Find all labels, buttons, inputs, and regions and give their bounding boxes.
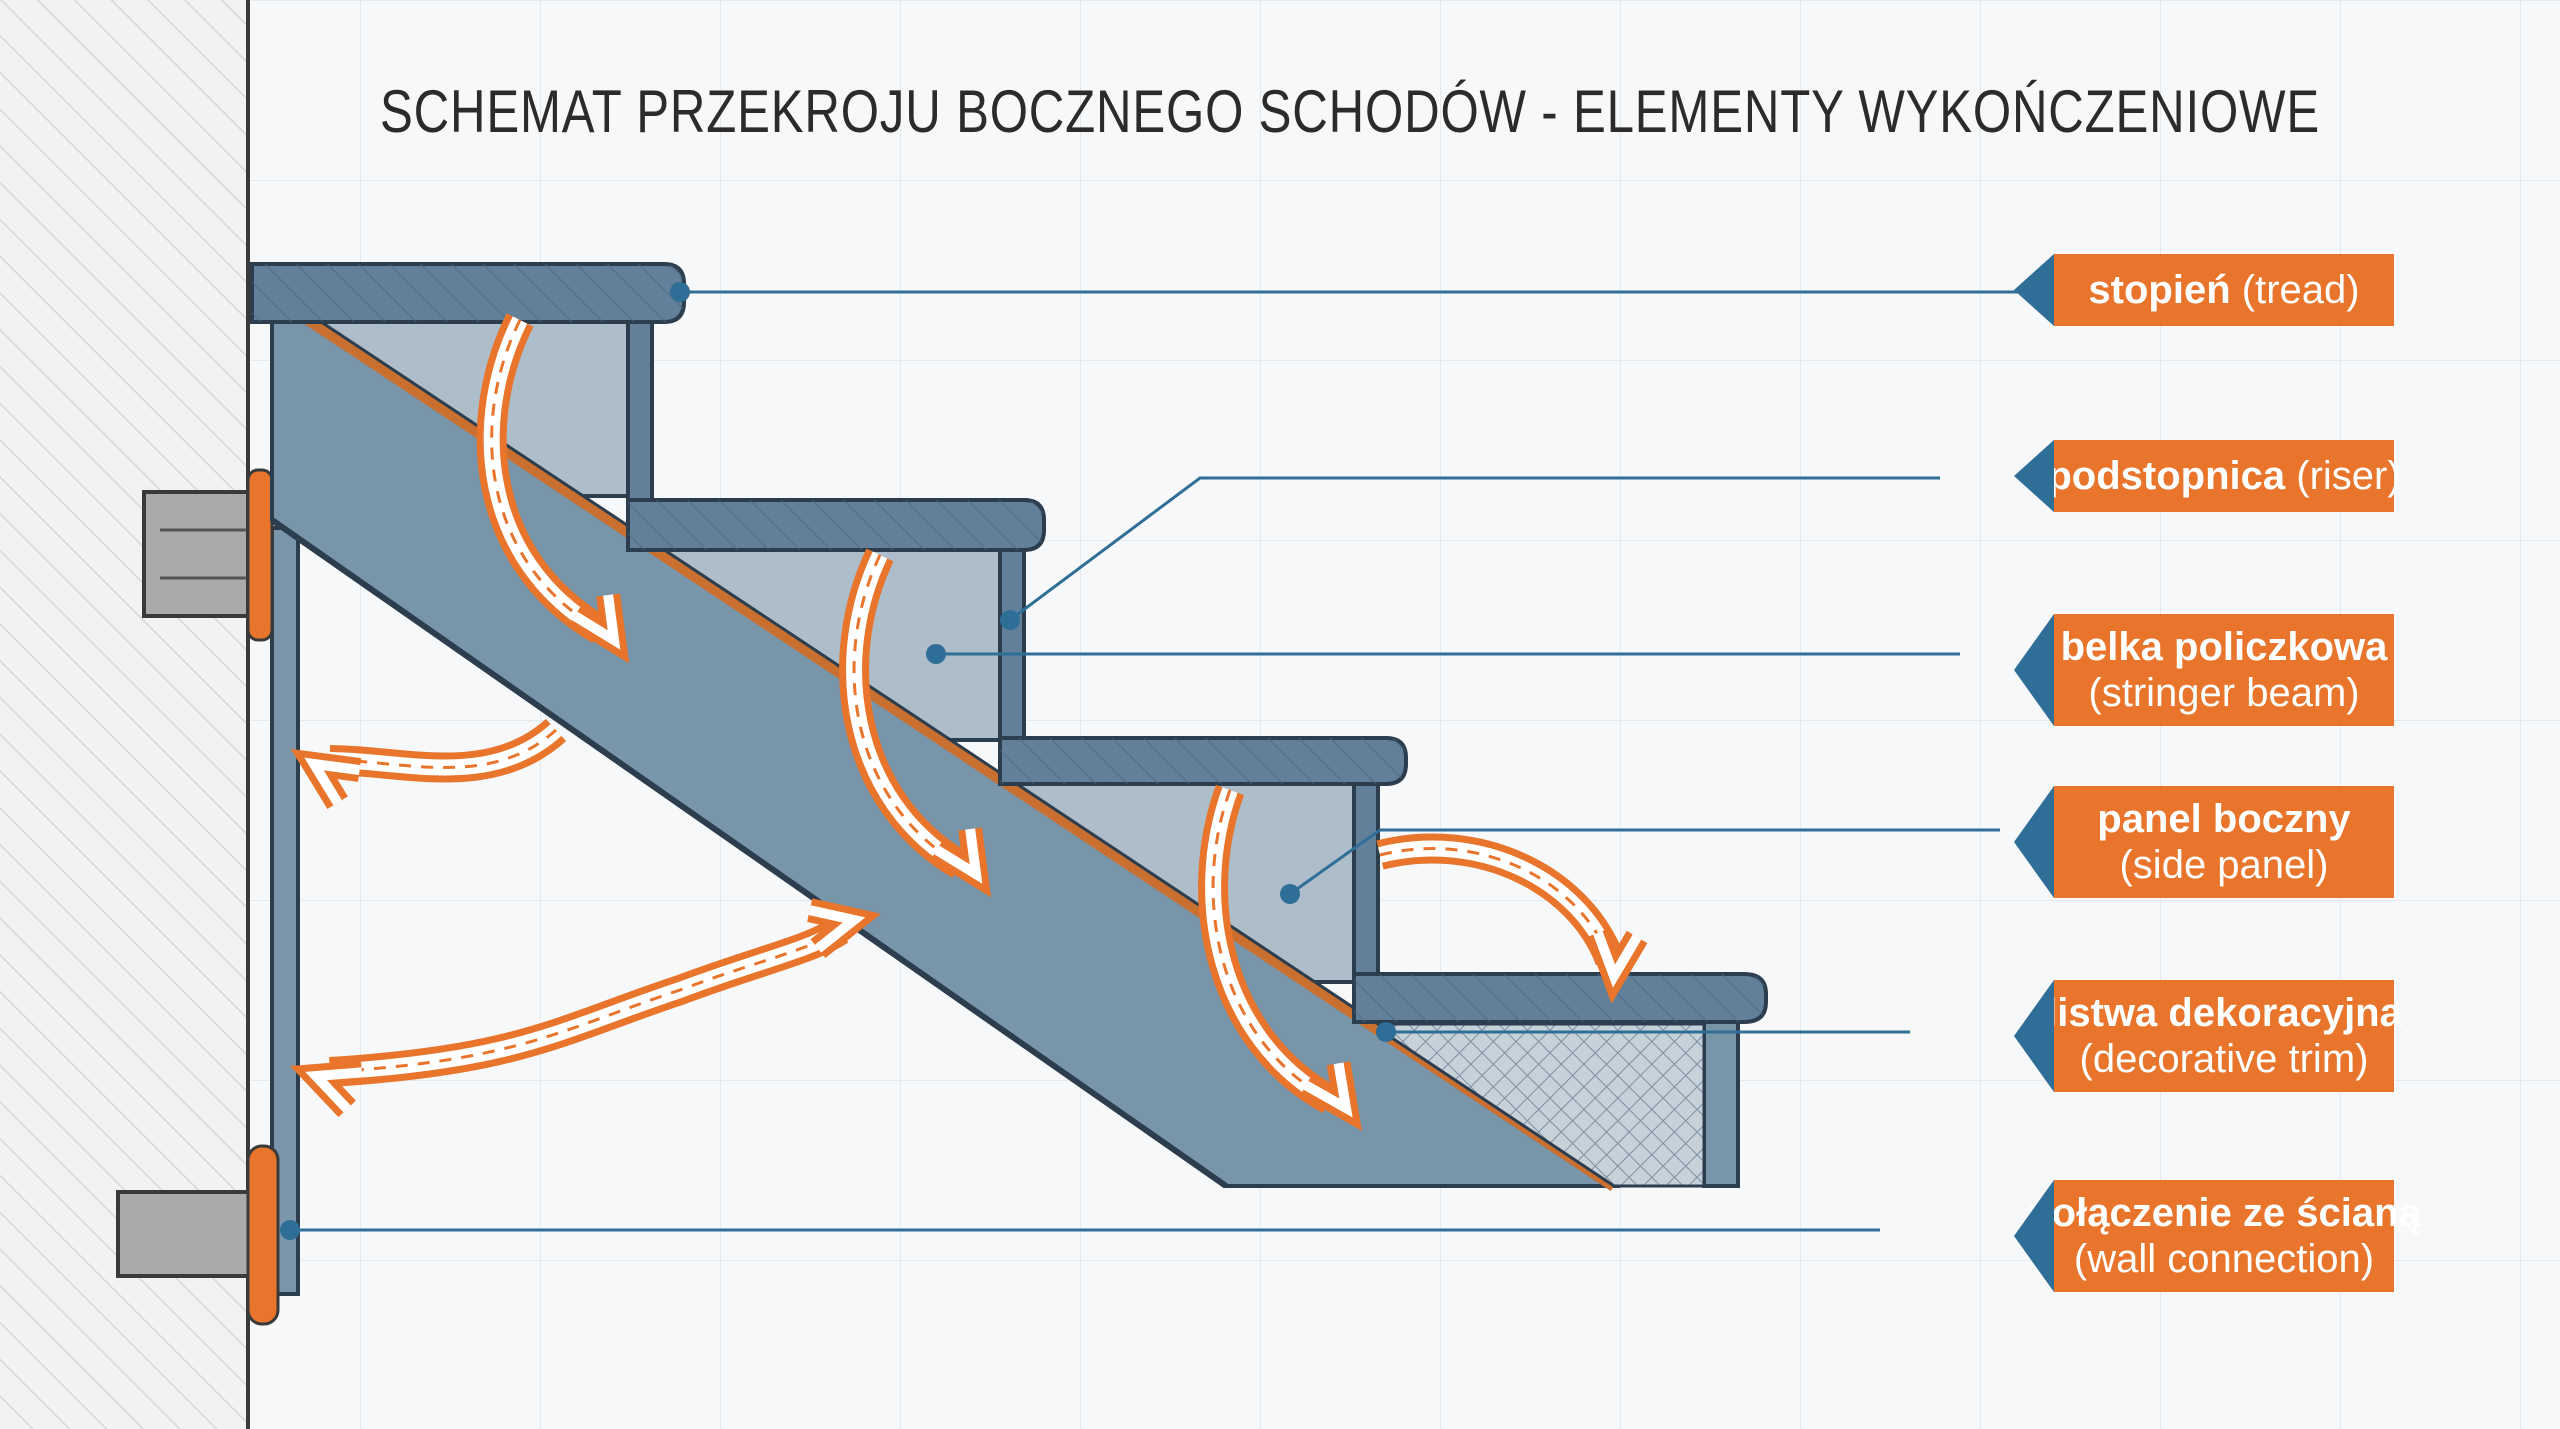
label-panel-pl: panel boczny (2097, 797, 2351, 841)
flow-arrow-5 (308, 718, 567, 805)
label-stringer-pl: belka policzkowa (2060, 625, 2388, 669)
label-riser-en: (riser) (2296, 454, 2401, 498)
lower-wall-bracket (116, 1144, 280, 1326)
label-riser-pl: podstopnica (2047, 454, 2286, 498)
leader-lines (290, 290, 2030, 1232)
flow-arrow-6 (316, 892, 855, 1109)
diagram-title: SCHEMAT PRZEKROJU BOCZNEGO SCHODÓW - ELE… (380, 78, 2320, 145)
label-stringer-en: (stringer beam) (2088, 671, 2360, 715)
label-tread: stopień (tread) (2054, 254, 2394, 326)
label-trim-en: (decorative trim) (2079, 1037, 2369, 1081)
flow-arrow-4 (1376, 833, 1646, 977)
leader-riser (1009, 476, 1940, 622)
label-wall-pl: połączenie ze ścianą (2027, 1191, 2421, 1235)
upper-wall-bracket (142, 468, 274, 642)
flow-arrow-1 (476, 313, 633, 642)
label-panel-en: (side panel) (2119, 843, 2329, 887)
label-stringer: belka policzkowa (stringer beam) (2054, 614, 2394, 726)
leader-dots (280, 282, 1396, 1240)
label-trim: listwa dekoracyjna (decorative trim) (2046, 980, 2402, 1092)
label-panel: panel boczny (side panel) (2054, 786, 2394, 898)
label-tread-en: (tread) (2241, 268, 2360, 312)
label-wall: połączenie ze ścianą (wall connection) (2027, 1180, 2421, 1292)
leader-panel (1289, 828, 2000, 896)
label-tread-pl: stopień (2088, 268, 2231, 312)
label-trim-pl: listwa dekoracyjna (2046, 991, 2402, 1035)
label-riser: podstopnica (riser) (2047, 440, 2401, 512)
flow-arrows (308, 313, 1646, 1110)
flow-arrow-3 (1198, 784, 1364, 1110)
flow-arrow-2 (839, 548, 995, 876)
treads (250, 262, 1768, 1024)
label-wall-en: (wall connection) (2073, 1237, 2375, 1281)
